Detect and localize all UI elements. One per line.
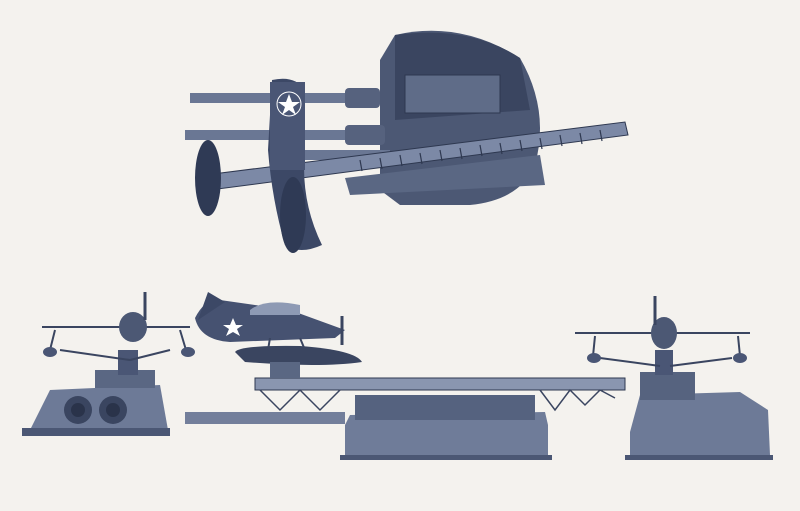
catapult-rail-ribs: [359, 129, 603, 172]
aircraft-top-view: [195, 78, 322, 253]
top-view: [185, 30, 629, 253]
turret-broadside-base: [345, 412, 548, 458]
catapult-rail-side: [254, 377, 626, 391]
gun-barrel-broadside: [185, 412, 345, 424]
float-right: [280, 177, 306, 253]
turret-front-body: [30, 385, 168, 430]
side-view-front: [22, 292, 195, 436]
main-float: [235, 345, 362, 365]
aircraft-wing-top: [270, 82, 305, 170]
float-left: [195, 140, 221, 216]
side-view-broadside: [185, 292, 626, 460]
aircraft-side-view: [195, 292, 362, 378]
star-insignia-top: [278, 94, 300, 115]
star-insignia-side: [223, 318, 243, 336]
aircraft-front-view: [42, 326, 190, 361]
turret-roof-hatch: [404, 74, 501, 114]
gun-barrel-lower: [300, 150, 390, 160]
side-view-rear: [575, 296, 773, 460]
aircraft-tail: [198, 292, 225, 320]
aircraft-canopy: [250, 302, 300, 315]
turret-rear-body: [630, 392, 770, 458]
catapult-truss: [259, 388, 616, 412]
